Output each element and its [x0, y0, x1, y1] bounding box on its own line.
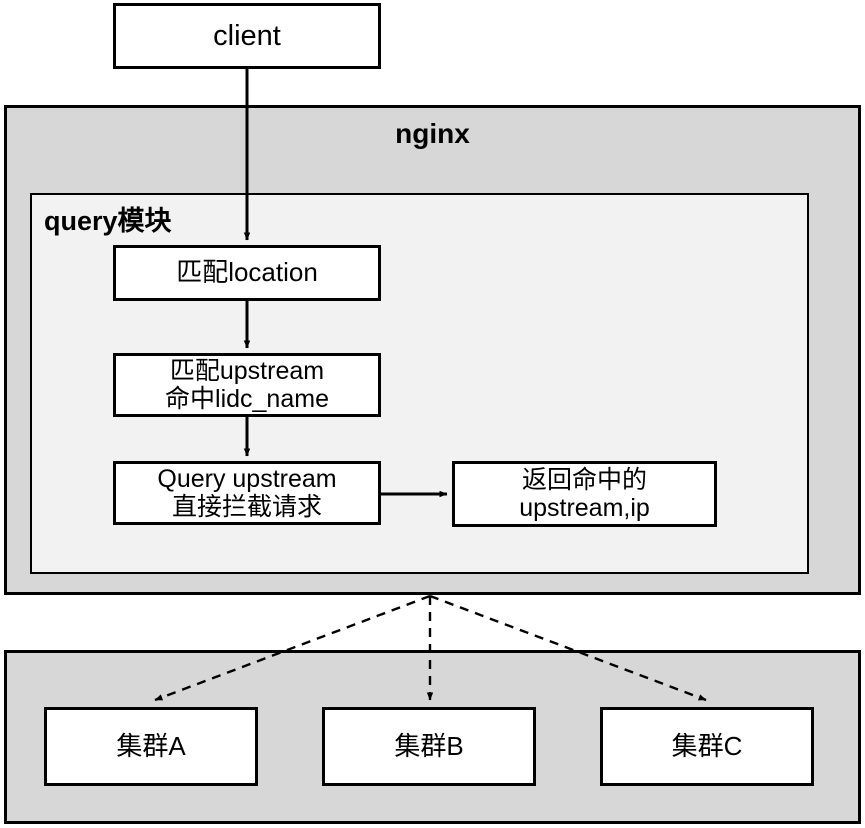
return-hit-upstream-ip-node[interactable]: 返回命中的 upstream,ip	[452, 461, 717, 527]
query-module-title: query模块	[44, 206, 172, 236]
cluster-a-node[interactable]: 集群A	[44, 707, 258, 786]
nginx-title: nginx	[395, 118, 470, 149]
query-upstream-node[interactable]: Query upstream 直接拦截请求	[113, 461, 381, 525]
cluster-b-node[interactable]: 集群B	[322, 707, 536, 786]
cluster-c-node[interactable]: 集群C	[600, 707, 814, 786]
match-upstream-node[interactable]: 匹配upstream 命中lidc_name	[113, 353, 381, 417]
client-node[interactable]: client	[113, 3, 381, 69]
match-location-node[interactable]: 匹配location	[113, 245, 381, 301]
